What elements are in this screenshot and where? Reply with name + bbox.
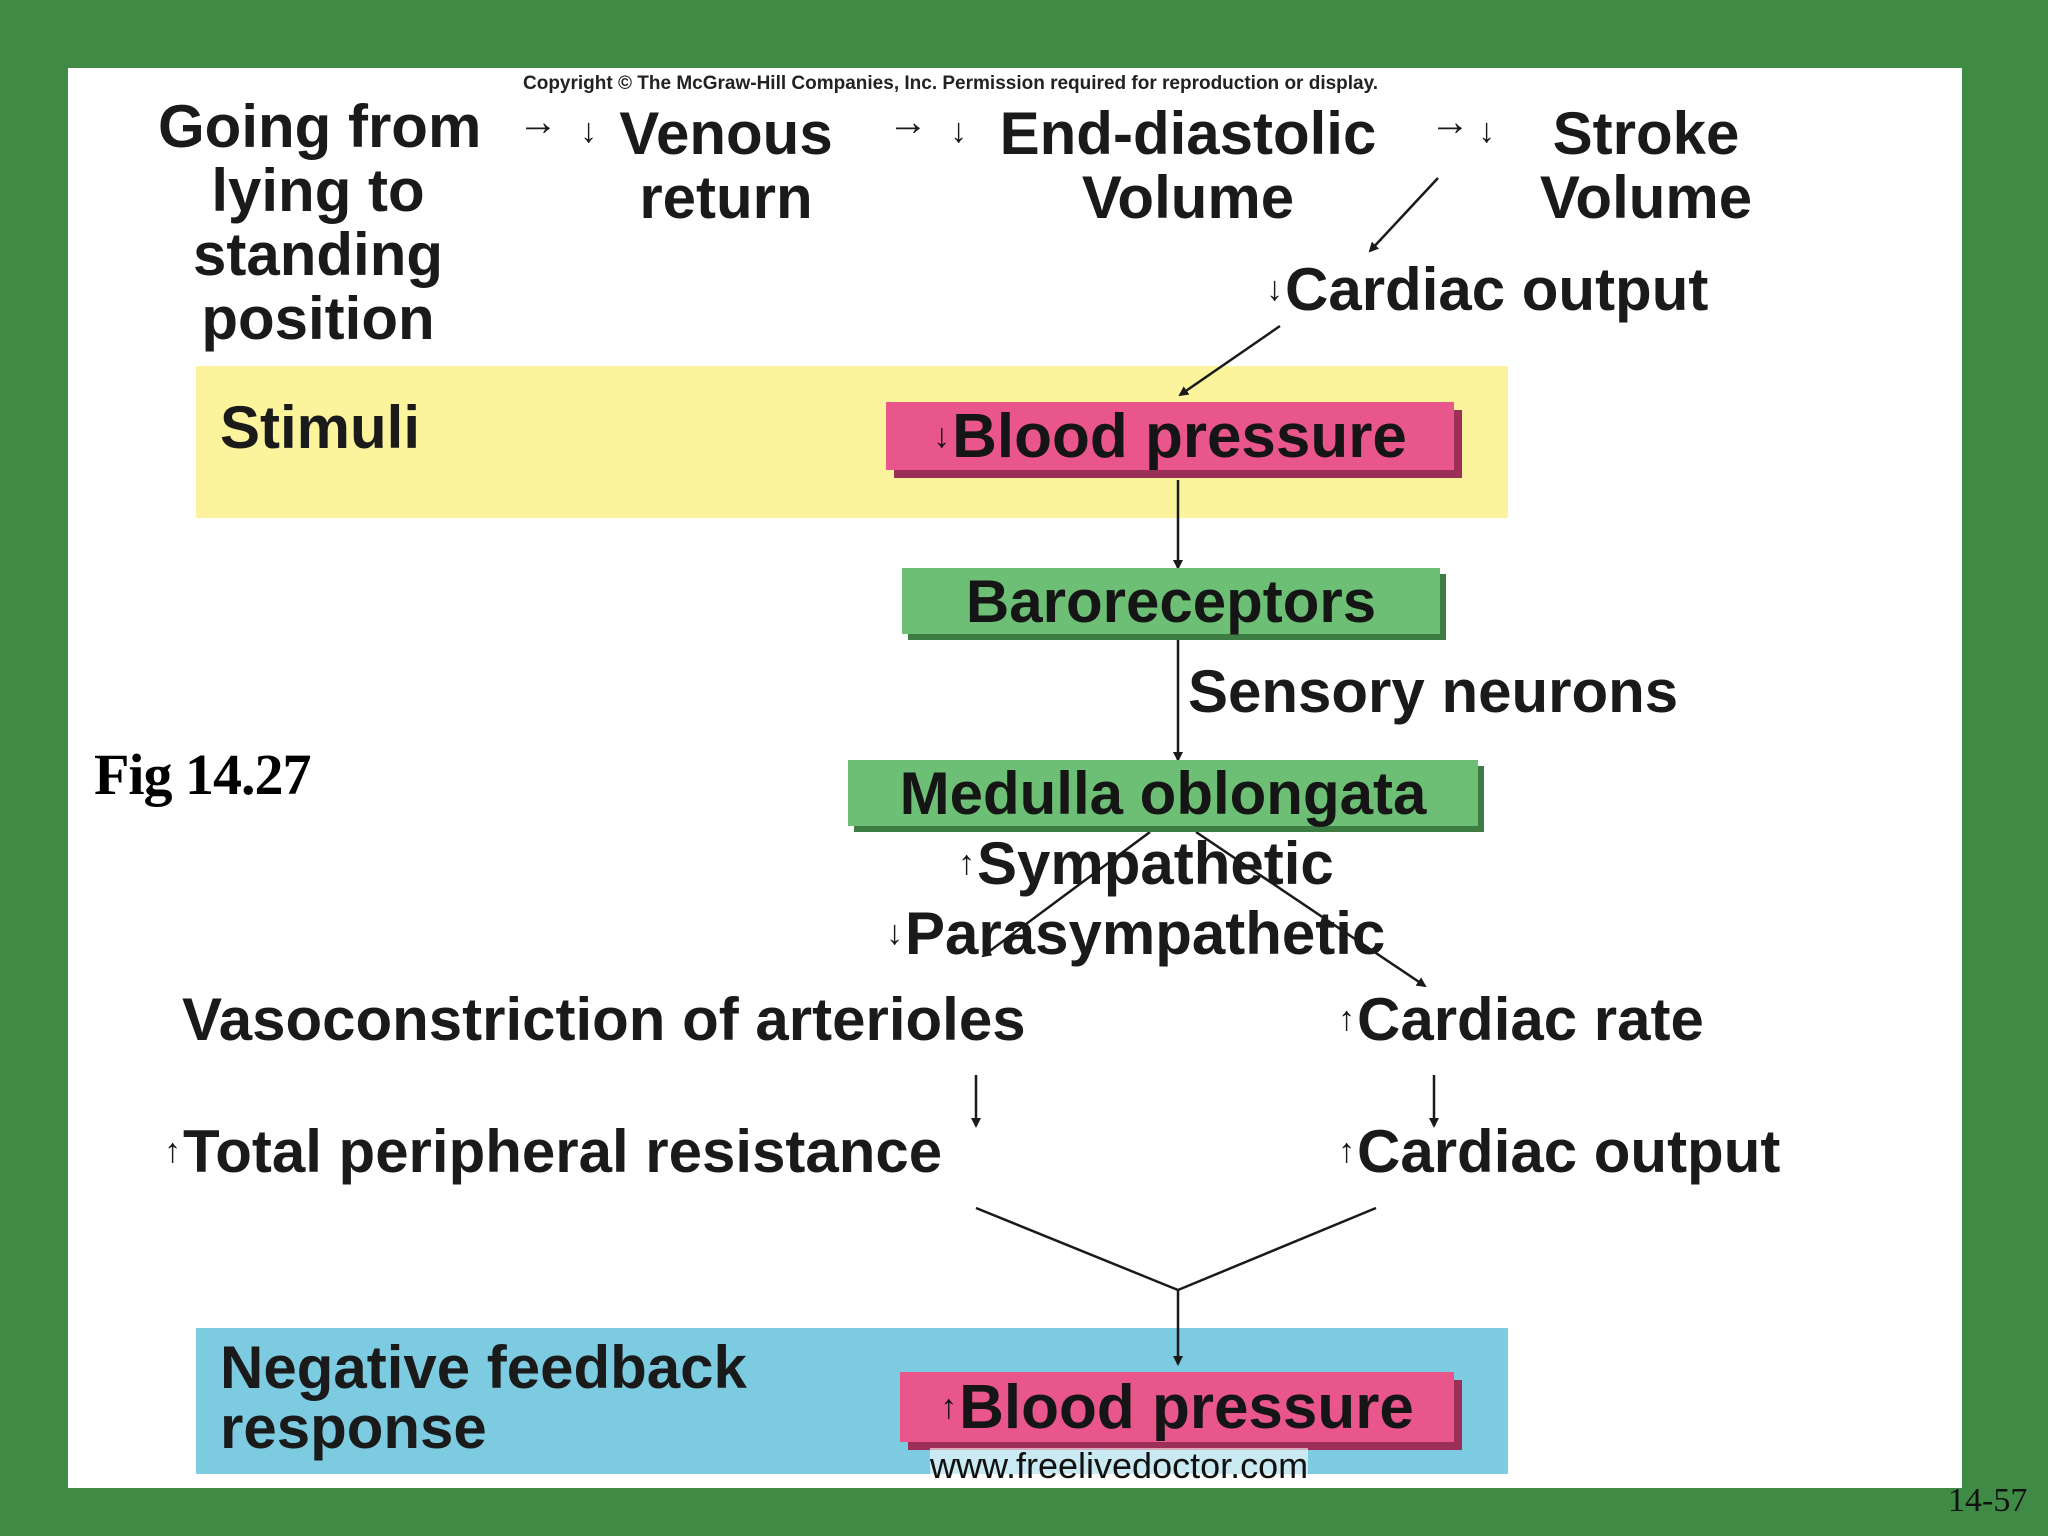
copyright-notice: Copyright © The McGraw-Hill Companies, I…	[523, 73, 1379, 94]
sympathetic-text: Sympathetic	[977, 830, 1334, 897]
slide-number: 14-57	[1948, 1482, 2028, 1519]
stimuli-label: Stimuli	[220, 394, 421, 461]
arrow-stroke-to-cardiac-output	[1368, 177, 1439, 253]
arrow-medulla-to-vasoconstriction	[981, 830, 1151, 958]
venous-down-arrow: ↓	[580, 112, 597, 150]
connector-lines	[971, 177, 1439, 1366]
cardiac-output-top-label: Cardiac output	[1285, 256, 1709, 323]
blood-pressure-decrease-label: Blood pressure	[952, 401, 1407, 471]
cardiac-rate-text: Cardiac rate	[1357, 986, 1704, 1053]
stroke-volume: Stroke Volume	[1539, 100, 1753, 231]
arrow-right-1: →	[518, 100, 558, 144]
negative-feedback-response-label: Negative feedback response	[220, 1334, 747, 1461]
cardiac-rate-label: ↑Cardiac rate	[1338, 990, 1704, 1050]
arrow-right-3: →	[1430, 100, 1470, 144]
blood-pressure-decrease-box: ↓Blood pressure	[886, 401, 1454, 471]
end-diastolic-volume: End-diastolic Volume	[999, 100, 1377, 231]
total-peripheral-resistance-label: ↑Total peripheral resistance	[164, 1122, 942, 1182]
cardiac-rate-up-arrow: ↑	[1338, 1000, 1355, 1038]
cardiac-output-bottom-label: ↑Cardiac output	[1338, 1122, 1780, 1182]
arrow-medulla-to-cardiac-rate	[1195, 830, 1427, 988]
parasympathetic-label: ↓Parasympathetic	[886, 904, 1385, 964]
blood-pressure-up-arrow: ↑	[940, 1387, 958, 1426]
cardiac-output-bottom-text: Cardiac output	[1357, 1118, 1781, 1185]
line-output-to-merge	[1177, 1206, 1377, 1292]
blood-pressure-increase-box: ↑Blood pressure	[900, 1372, 1454, 1442]
watermark-url: www.freelivedoctor.com	[930, 1445, 1309, 1486]
figure-label: Fig 14.27	[94, 742, 312, 807]
venous-return: Venous return	[619, 100, 833, 231]
stroke-down-arrow: ↓	[1478, 112, 1495, 150]
medulla-oblongata-box: Medulla oblongata	[848, 760, 1478, 827]
end-diastolic-down-arrow: ↓	[950, 112, 967, 150]
sensory-neurons-label: Sensory neurons	[1188, 658, 1679, 725]
vasoconstriction-label: Vasoconstriction of arterioles	[182, 986, 1026, 1053]
sympathetic-label: ↑Sympathetic	[958, 834, 1334, 894]
going-from-lying-to-standing: Going from lying to standing position	[158, 93, 482, 352]
resistance-up-arrow: ↑	[164, 1132, 181, 1170]
arrow-right-2: →	[888, 100, 928, 144]
parasympathetic-text: Parasympathetic	[905, 900, 1386, 967]
blood-pressure-down-arrow: ↓	[933, 416, 951, 455]
parasympathetic-down-arrow: ↓	[886, 914, 903, 952]
diagram-panel: Copyright © The McGraw-Hill Companies, I…	[68, 68, 1962, 1488]
cardiac-output-bottom-up-arrow: ↑	[1338, 1132, 1355, 1170]
blood-pressure-increase-label: Blood pressure	[959, 1372, 1414, 1442]
line-resistance-to-merge	[975, 1206, 1179, 1292]
sympathetic-up-arrow: ↑	[958, 844, 975, 882]
baroreceptors-box: Baroreceptors	[902, 568, 1440, 635]
arrow-cardiac-output-to-blood-pressure	[1178, 324, 1281, 397]
cardiac-output-top: ↓Cardiac output	[1266, 260, 1708, 320]
resistance-text: Total peripheral resistance	[183, 1118, 943, 1185]
cardiac-output-top-down-arrow: ↓	[1266, 270, 1283, 308]
